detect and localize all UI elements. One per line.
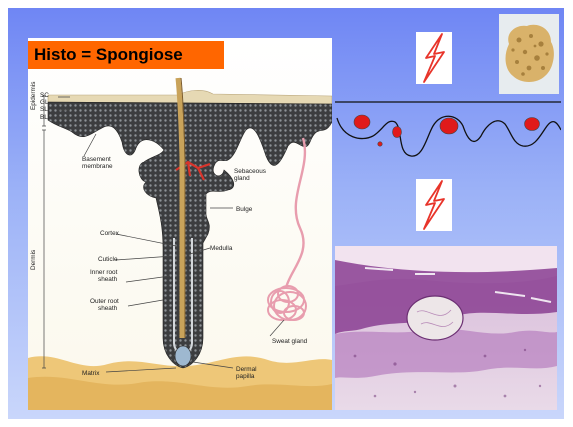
vesicle-5 <box>525 118 540 131</box>
region-label-epidermis: Epidermis <box>30 82 37 110</box>
region-label-dermis: Dermis <box>30 250 37 270</box>
vesicle-4 <box>440 118 458 134</box>
label-gland: gland <box>234 175 250 182</box>
vesicle-1 <box>354 115 370 129</box>
label-cuticle: Cuticle <box>98 256 118 263</box>
layer-label-sl: SL <box>40 106 48 113</box>
label-medulla: Medulla <box>210 245 232 252</box>
label-inner-root-1: Inner root <box>90 269 117 276</box>
layer-label-bl: BL <box>40 114 48 121</box>
layer-label-gl: GL <box>40 99 49 106</box>
label-papilla: papilla <box>236 373 254 380</box>
label-basement: Basement <box>82 156 111 163</box>
hair-follicle-diagram <box>28 38 332 410</box>
histology-micrograph <box>335 246 557 410</box>
spongiosis-schematic <box>335 96 561 186</box>
vesicle-2 <box>393 127 402 138</box>
label-cortex: Cortex <box>100 230 119 237</box>
label-inner-root-2: sheath <box>98 276 117 283</box>
label-membrane: membrane <box>82 163 113 170</box>
label-dermal: Dermal <box>236 366 257 373</box>
label-bulge: Bulge <box>236 206 252 213</box>
label-outer-root-1: Outer root <box>90 298 119 305</box>
label-outer-root-2: sheath <box>98 305 117 312</box>
slide-title: Histo = Spongiose <box>34 45 183 65</box>
label-sweat-gland: Sweat gland <box>272 338 307 345</box>
label-matrix: Matrix <box>82 370 99 377</box>
lightning-bolt-icon <box>416 32 452 84</box>
sponge-photo <box>499 14 559 94</box>
vesicle-3 <box>378 142 382 146</box>
layer-label-sc: SC <box>40 92 49 99</box>
label-sebaceous: Sebaceous <box>234 168 266 175</box>
lightning-bolt-icon <box>416 179 452 231</box>
